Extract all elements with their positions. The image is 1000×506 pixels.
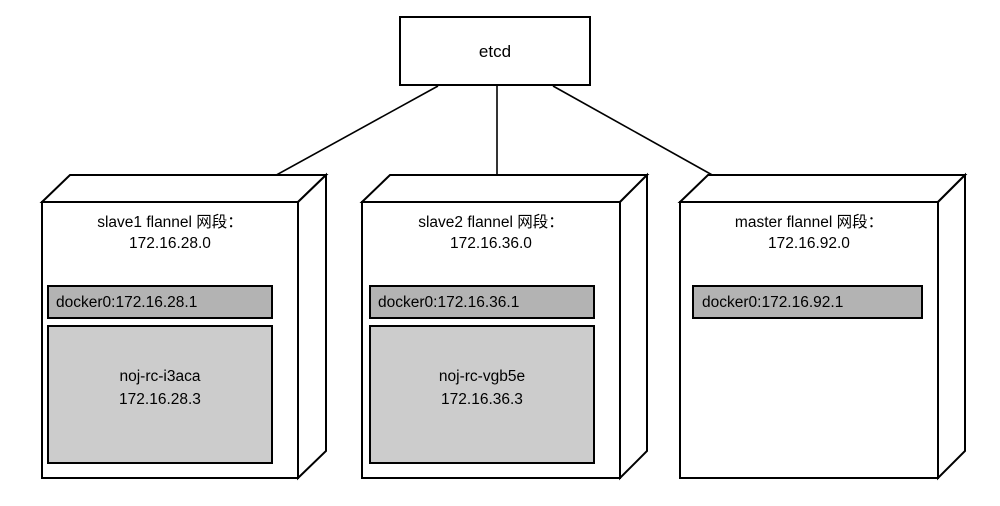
node-master-front-face xyxy=(679,201,939,479)
node-slave1[interactable] xyxy=(39,172,329,481)
node-slave2-top-face xyxy=(359,174,650,203)
node-slave2[interactable] xyxy=(359,172,650,481)
node-master-side-face xyxy=(937,172,966,481)
node-master-top-face xyxy=(677,174,968,203)
node-master-docker0-bar[interactable] xyxy=(692,285,923,319)
node-slave2-docker0-bar[interactable] xyxy=(369,285,595,319)
etcd-box[interactable] xyxy=(399,16,591,86)
node-slave1-side-face xyxy=(297,172,327,481)
node-slave1-pod-box[interactable] xyxy=(47,325,273,464)
node-slave2-side-face xyxy=(619,172,648,481)
node-slave1-docker0-bar[interactable] xyxy=(47,285,273,319)
node-slave1-top-face xyxy=(39,174,329,203)
node-slave2-pod-box[interactable] xyxy=(369,325,595,464)
node-master[interactable] xyxy=(677,172,968,481)
